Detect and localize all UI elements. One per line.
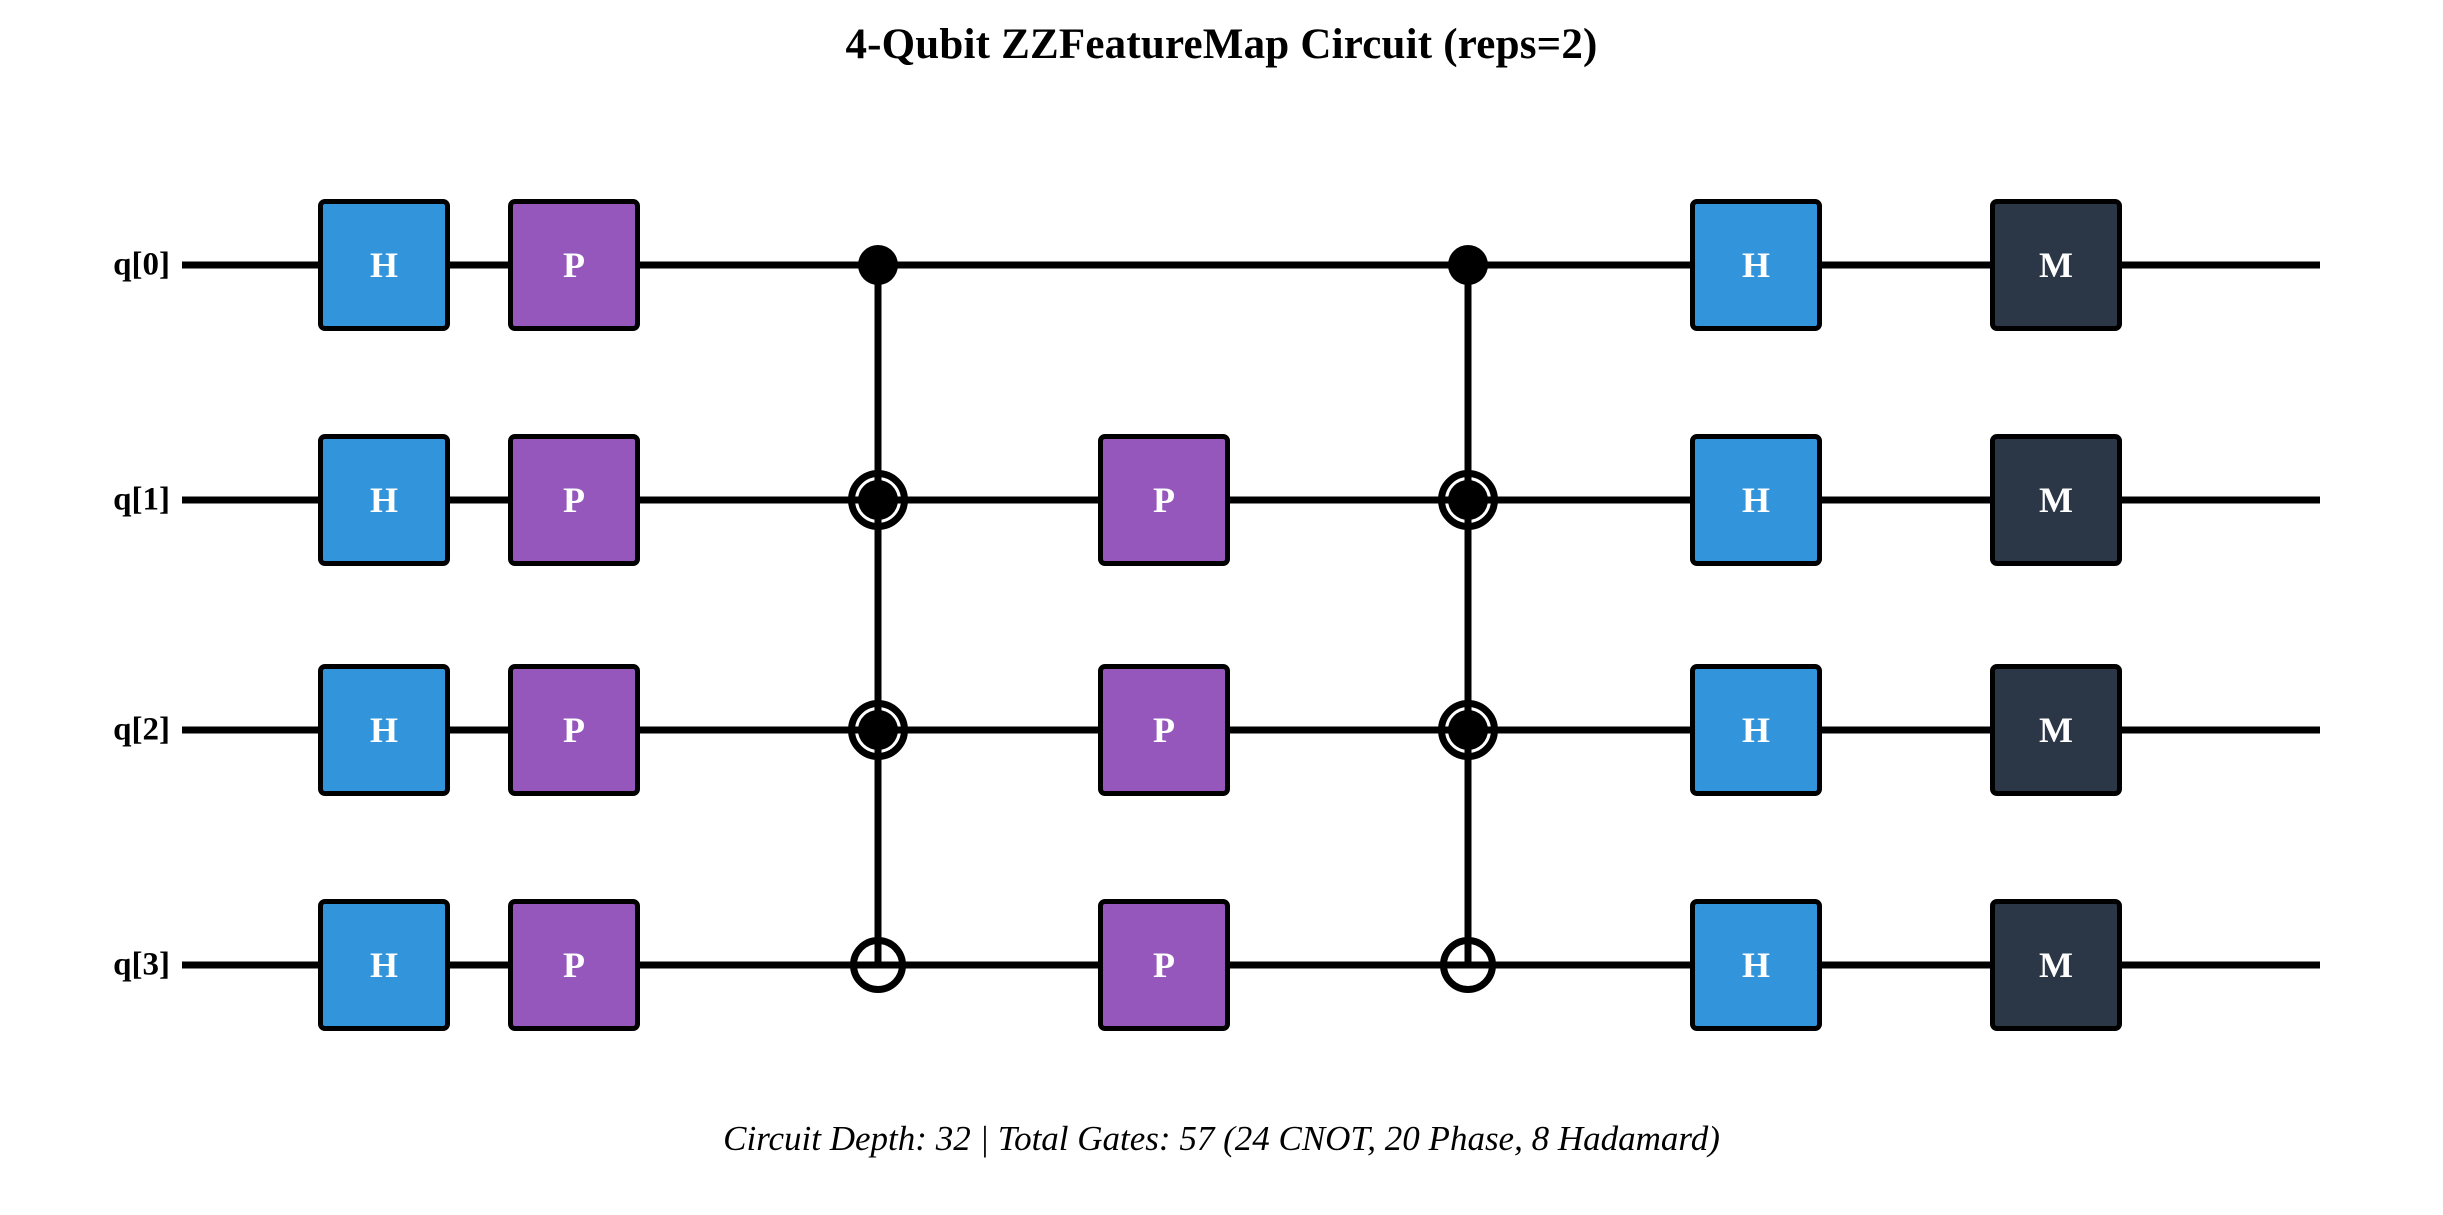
gate-label: M xyxy=(2039,710,2073,750)
page-title: 4-Qubit ZZFeatureMap Circuit (reps=2) xyxy=(845,21,1598,68)
gate-hadamard-q2-col2[interactable]: H xyxy=(1690,664,1822,796)
gate-label: H xyxy=(1741,710,1770,750)
gate-label: H xyxy=(369,710,398,750)
qubit-wire-q2 xyxy=(182,726,2320,734)
gate-label: P xyxy=(563,480,585,520)
cnot-control-dot-q0-col2[interactable] xyxy=(1448,245,1488,285)
gate-label: M xyxy=(2039,245,2073,285)
cnot-control-target-q2-col1[interactable] xyxy=(848,700,908,760)
qubit-wire-q3 xyxy=(182,961,2320,969)
gate-measure-q1[interactable]: M xyxy=(1990,434,2122,566)
gate-measure-q0[interactable]: M xyxy=(1990,199,2122,331)
gate-label: H xyxy=(369,945,398,985)
cnot-connector-1 xyxy=(874,265,882,965)
gate-measure-q2[interactable]: M xyxy=(1990,664,2122,796)
gate-phase-q1-col2[interactable]: P xyxy=(1098,434,1230,566)
gate-hadamard-q0-col1[interactable]: H xyxy=(318,199,450,331)
gate-phase-q1-col1[interactable]: P xyxy=(508,434,640,566)
figure-caption: Circuit Depth: 32 | Total Gates: 57 (24 … xyxy=(723,1119,1720,1158)
cnot-control-dot-q0-col1[interactable] xyxy=(858,245,898,285)
gate-label: P xyxy=(563,710,585,750)
gate-phase-q2-col2[interactable]: P xyxy=(1098,664,1230,796)
gate-label: H xyxy=(369,245,398,285)
gate-phase-q3-col1[interactable]: P xyxy=(508,899,640,1031)
cnot-connector-2 xyxy=(1464,265,1472,965)
gate-label: P xyxy=(1153,945,1175,985)
gate-hadamard-q1-col1[interactable]: H xyxy=(318,434,450,566)
gate-label: P xyxy=(1153,710,1175,750)
cnot-target-q3-col1[interactable] xyxy=(850,937,906,993)
gate-label: P xyxy=(1153,480,1175,520)
gate-label: P xyxy=(563,245,585,285)
gate-hadamard-q1-col2[interactable]: H xyxy=(1690,434,1822,566)
gate-hadamard-q0-col2[interactable]: H xyxy=(1690,199,1822,331)
qubit-label-q2: q[2] xyxy=(113,711,170,748)
cnot-target-q3-col2[interactable] xyxy=(1440,937,1496,993)
gate-label: H xyxy=(1741,245,1770,285)
gate-label: M xyxy=(2039,945,2073,985)
gate-phase-q0-col1[interactable]: P xyxy=(508,199,640,331)
cnot-control-target-q1-col1[interactable] xyxy=(848,470,908,530)
gate-hadamard-q3-col2[interactable]: H xyxy=(1690,899,1822,1031)
cnot-control-target-q2-col2[interactable] xyxy=(1438,700,1498,760)
gate-measure-q3[interactable]: M xyxy=(1990,899,2122,1031)
gate-phase-q3-col2[interactable]: P xyxy=(1098,899,1230,1031)
cnot-control-target-q1-col2[interactable] xyxy=(1438,470,1498,530)
gate-label: P xyxy=(563,945,585,985)
qubit-label-q1: q[1] xyxy=(113,481,170,518)
gate-label: H xyxy=(1741,945,1770,985)
qubit-wire-q1 xyxy=(182,496,2320,504)
gate-label: M xyxy=(2039,480,2073,520)
gate-phase-q2-col1[interactable]: P xyxy=(508,664,640,796)
qubit-label-q3: q[3] xyxy=(113,946,170,983)
gate-label: H xyxy=(369,480,398,520)
gate-hadamard-q3-col1[interactable]: H xyxy=(318,899,450,1031)
qubit-label-q0: q[0] xyxy=(113,246,170,283)
gate-label: H xyxy=(1741,480,1770,520)
qubit-wire-q0 xyxy=(182,261,2320,269)
gate-hadamard-q2-col1[interactable]: H xyxy=(318,664,450,796)
